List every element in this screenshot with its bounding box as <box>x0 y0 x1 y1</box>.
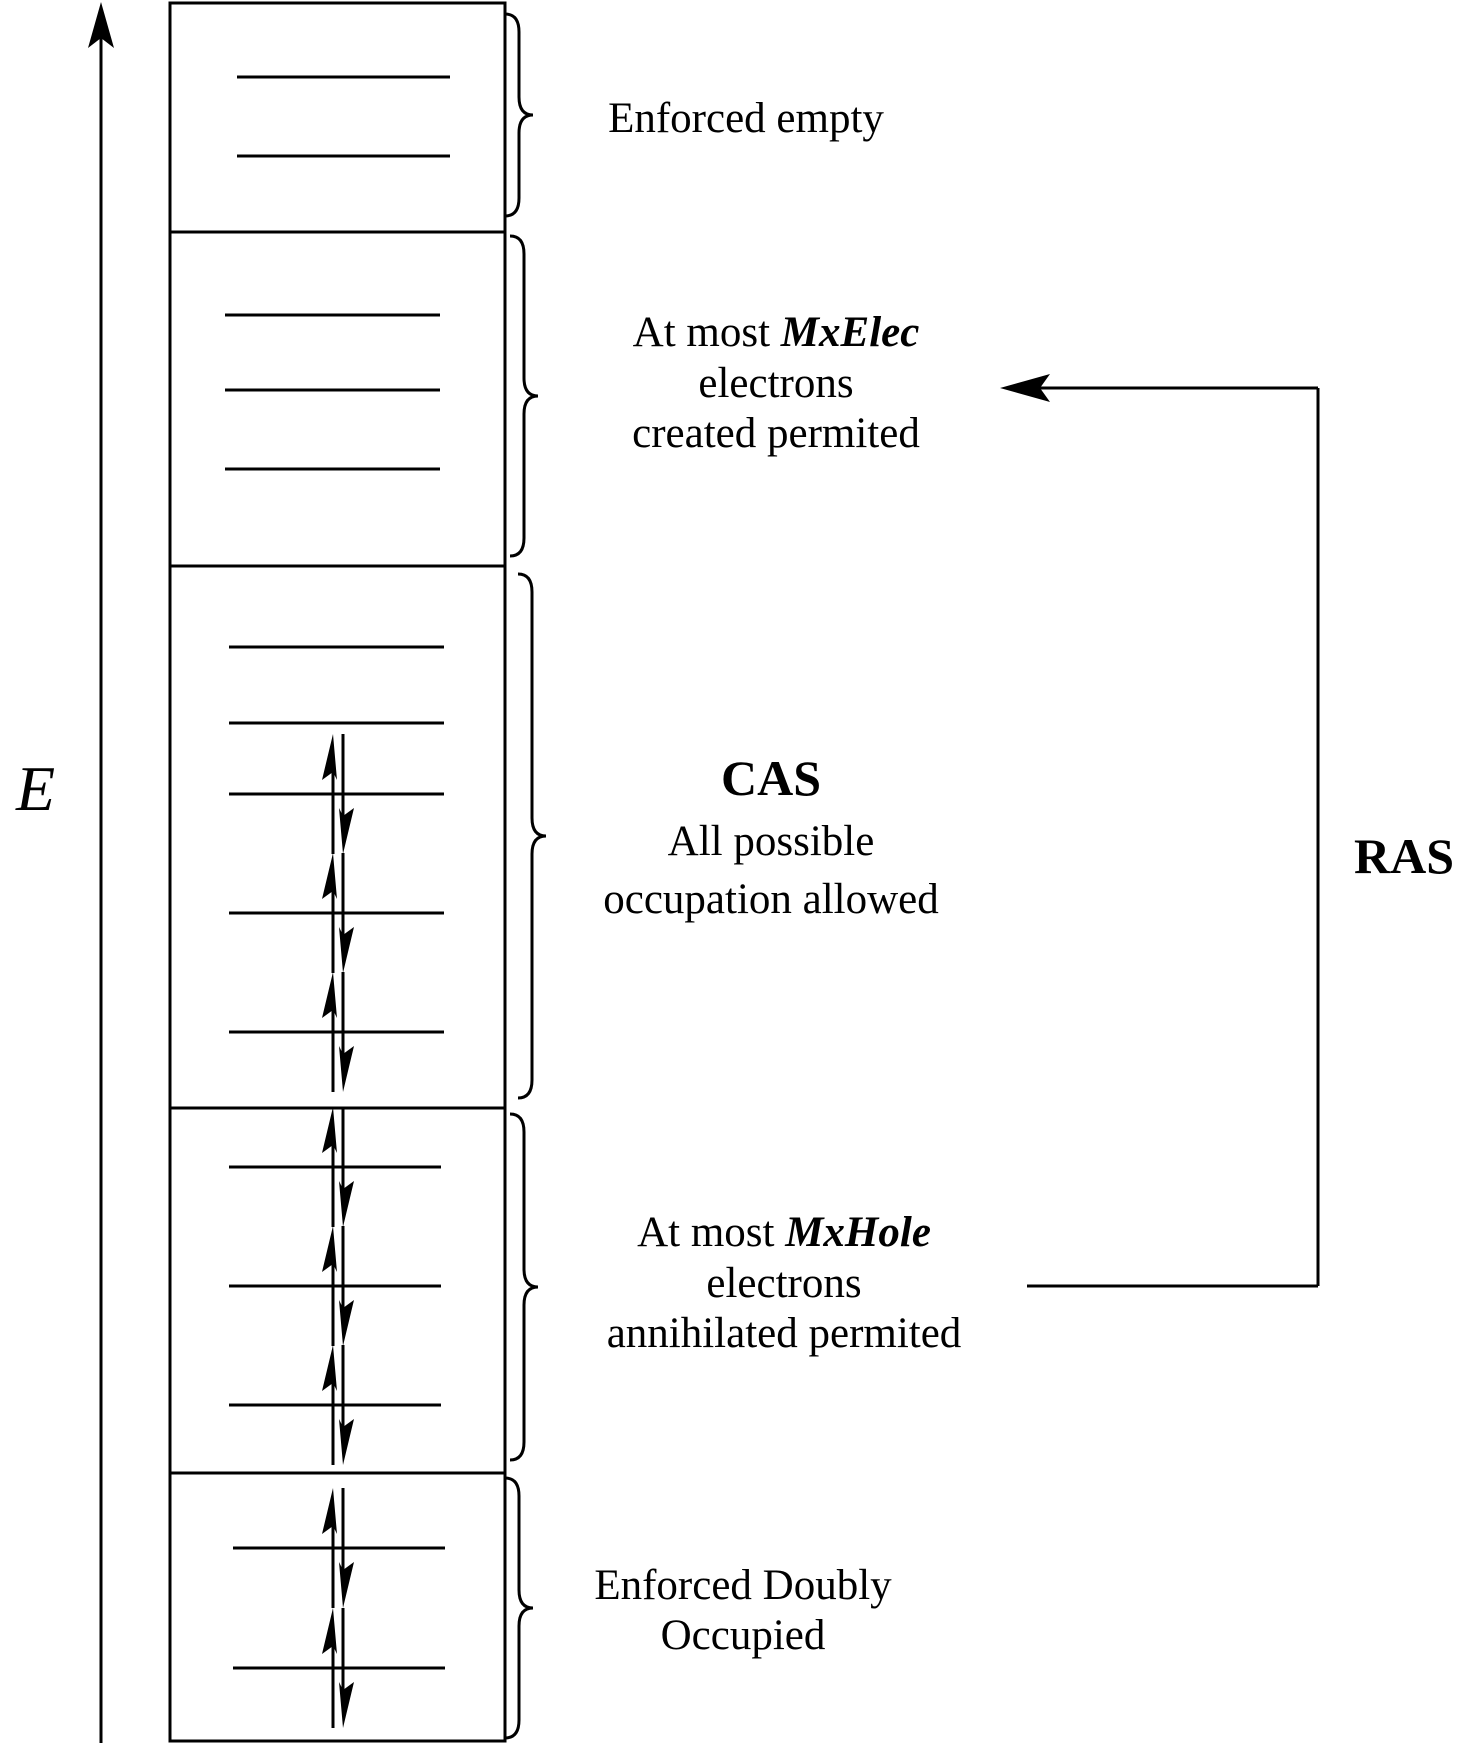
curly-brace <box>504 1476 534 1740</box>
spin-up-arrowhead <box>322 853 337 899</box>
spin-up-arrowhead <box>322 734 337 780</box>
orbital-levels <box>225 75 450 1670</box>
electron-pair <box>322 972 354 1092</box>
orbital-column <box>168 1 507 1743</box>
spin-up-arrowhead <box>322 1226 337 1272</box>
label-enforced-empty: Enforced empty <box>608 95 884 142</box>
label-ras3-line2: electrons <box>698 360 853 407</box>
ras-connector <box>1000 374 1320 1288</box>
electron-pair <box>322 1608 354 1728</box>
label-ras3-line3: created permited <box>632 410 920 457</box>
spin-down-arrowhead <box>339 1046 354 1092</box>
spin-down-arrowhead <box>339 1419 354 1465</box>
spin-down-arrowhead <box>339 927 354 973</box>
label-ras1-line3: annihilated permited <box>607 1310 962 1357</box>
curly-brace <box>509 1112 539 1462</box>
electron-pair <box>322 734 354 854</box>
electron-pair <box>322 1226 354 1346</box>
energy-axis-arrowhead <box>88 2 114 48</box>
spin-up-arrowhead <box>322 1488 337 1534</box>
label-enforced-doubly-line2: Occupied <box>661 1612 826 1659</box>
electron-pair <box>322 853 354 973</box>
curly-brace <box>504 12 534 218</box>
label-cas-line1: All possible <box>668 818 875 865</box>
spin-down-arrowhead <box>339 808 354 854</box>
curly-brace <box>509 234 539 558</box>
ras-connector-arrowhead <box>1000 374 1050 402</box>
spin-down-arrowhead <box>339 1682 354 1728</box>
spin-down-arrowhead <box>339 1181 354 1227</box>
label-cas-line2: occupation allowed <box>603 876 939 923</box>
spin-down-arrowhead <box>339 1300 354 1346</box>
electron-pairs <box>322 734 354 1728</box>
label-ras: RAS <box>1354 828 1454 884</box>
electron-pair <box>322 1488 354 1608</box>
label-enforced-doubly-line1: Enforced Doubly <box>594 1562 892 1609</box>
spin-up-arrowhead <box>322 1107 337 1153</box>
label-ras3-line1: At most MxElec <box>633 309 920 356</box>
box-enforced-doubly <box>168 1471 507 1743</box>
electron-pair <box>322 1345 354 1465</box>
spin-up-arrowhead <box>322 1608 337 1654</box>
energy-axis-label: E <box>15 753 55 824</box>
spin-down-arrowhead <box>339 1562 354 1608</box>
label-cas-title: CAS <box>721 750 821 806</box>
label-ras1-line2: electrons <box>706 1260 861 1307</box>
section-braces <box>504 12 547 1740</box>
param-mxelec: MxElec <box>780 309 920 356</box>
box-ras3 <box>168 230 507 568</box>
curly-brace <box>517 572 547 1100</box>
spin-up-arrowhead <box>322 1345 337 1391</box>
box-ras1 <box>168 1106 507 1475</box>
param-mxhole: MxHole <box>784 1209 931 1256</box>
electron-pair <box>322 1107 354 1227</box>
spin-up-arrowhead <box>322 972 337 1018</box>
label-ras1-line1: At most MxHole <box>637 1209 931 1256</box>
box-enforced-empty <box>168 1 507 234</box>
